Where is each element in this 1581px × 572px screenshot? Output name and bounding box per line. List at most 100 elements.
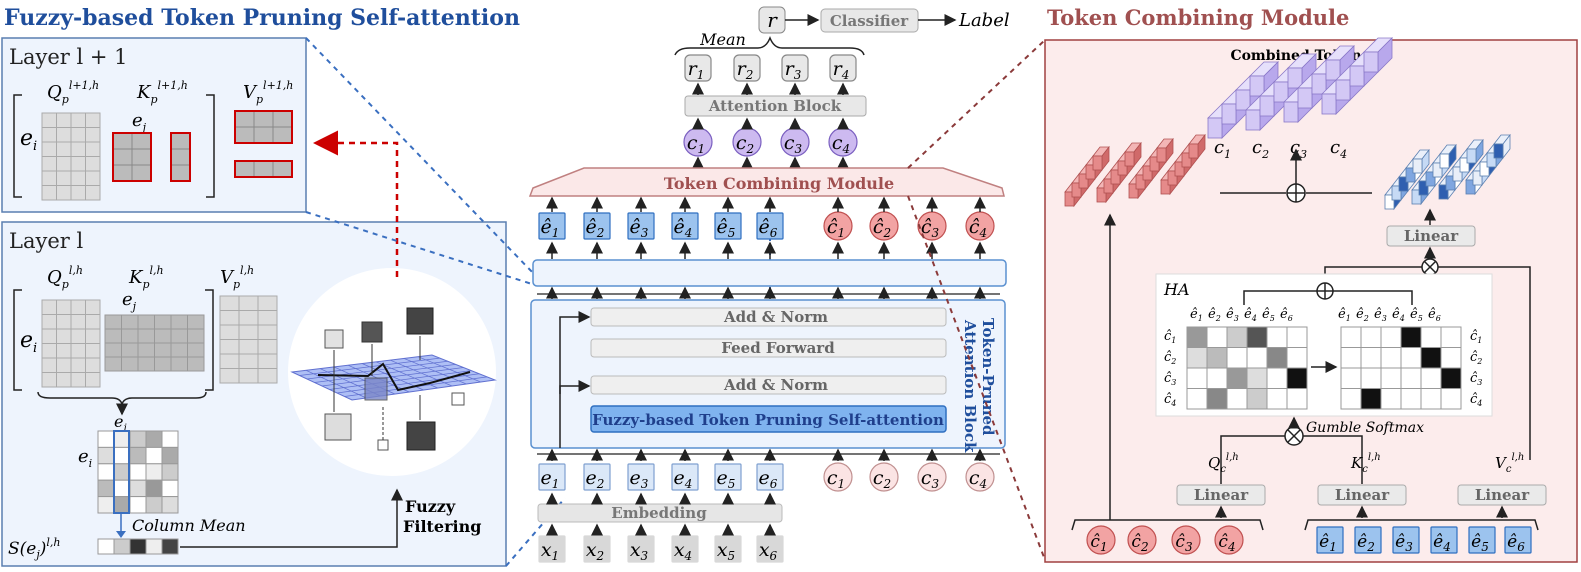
attention-cell bbox=[145, 446, 163, 465]
cube-1 bbox=[324, 329, 344, 349]
q-matrix-bot bbox=[41, 299, 101, 388]
weighted-cell bbox=[1391, 185, 1402, 201]
red-stacks bbox=[1064, 133, 1206, 208]
add-norm-bot-label: Add & Norm bbox=[723, 376, 828, 394]
weighted-cell bbox=[1465, 179, 1476, 195]
combined-cell bbox=[1235, 89, 1251, 111]
matrix-cell bbox=[257, 324, 278, 340]
combined-c-label: c1 bbox=[1214, 137, 1231, 161]
block-label: Token-PrunedAttention Block bbox=[961, 318, 997, 453]
ha-hard-matrix bbox=[1340, 326, 1462, 410]
attention-cell bbox=[161, 430, 179, 448]
matrix-cell bbox=[170, 148, 191, 166]
bracket-left-bot bbox=[13, 289, 22, 391]
matrix-cell bbox=[70, 156, 86, 172]
combined-cell bbox=[1249, 75, 1265, 97]
matrix-cell bbox=[112, 132, 133, 150]
linear-top-label: Linear bbox=[1404, 227, 1459, 245]
v-bot-label: Vpl,h bbox=[220, 264, 254, 291]
ha-row-label: ĉ4 bbox=[1164, 392, 1176, 408]
matrix-cell bbox=[170, 356, 188, 372]
soft-cell bbox=[1186, 367, 1208, 389]
matrix-cell bbox=[234, 126, 255, 144]
matrix-cell bbox=[187, 342, 205, 358]
c-input-token: c3 bbox=[921, 467, 940, 491]
matrix-cell bbox=[234, 160, 255, 178]
fuzzy-sa-box bbox=[590, 405, 947, 433]
attention-cell bbox=[113, 479, 131, 498]
add-norm-top-box bbox=[590, 307, 947, 327]
attention-cell bbox=[113, 430, 131, 448]
right-ehat-token: ê1 bbox=[1319, 532, 1337, 554]
x-token: x3 bbox=[630, 539, 649, 563]
matrix-cell bbox=[56, 328, 72, 344]
matrix-cell bbox=[41, 357, 57, 373]
ha-row-label: ĉ3 bbox=[1164, 371, 1176, 387]
k-bot-label: Kpl,h bbox=[128, 264, 164, 291]
hard-cell bbox=[1360, 347, 1382, 369]
linear-k-label: Linear bbox=[1335, 486, 1390, 504]
v-matrix-top bbox=[234, 110, 293, 178]
right-ehat-token: ê2 bbox=[1357, 532, 1375, 554]
attention-cell bbox=[129, 479, 147, 498]
x-token: x2 bbox=[586, 539, 604, 563]
hard-cell bbox=[1380, 388, 1402, 410]
soft-cell bbox=[1226, 326, 1248, 348]
ehat-token: ê6 bbox=[759, 216, 778, 240]
tcm-connector-1 bbox=[907, 39, 1046, 169]
combined-cell bbox=[1321, 93, 1337, 115]
matrix-cell bbox=[272, 160, 293, 178]
weighted-cell bbox=[1439, 153, 1450, 169]
soft-cell bbox=[1246, 367, 1268, 389]
red-cell bbox=[1096, 187, 1107, 203]
matrix-cell bbox=[253, 160, 274, 178]
matrix-cell bbox=[56, 170, 72, 186]
fuzzy-sa-label: Fuzzy-based Token Pruning Self-attention bbox=[592, 411, 944, 429]
hard-cell bbox=[1360, 388, 1382, 410]
hard-cell bbox=[1420, 367, 1442, 389]
right-ehat-token: ê6 bbox=[1507, 532, 1525, 554]
weighted-stacks bbox=[1384, 133, 1511, 211]
classifier-label: Classifier bbox=[830, 12, 909, 30]
matrix-cell bbox=[41, 185, 57, 201]
attention-cell bbox=[145, 430, 163, 448]
matrix-cell bbox=[70, 357, 86, 373]
hard-cell bbox=[1380, 347, 1402, 369]
ej-bot: ej bbox=[122, 289, 137, 313]
matrix-cell bbox=[41, 112, 57, 128]
linear-k-box bbox=[1317, 484, 1407, 506]
ei-top: ei bbox=[20, 126, 37, 154]
cube-5 bbox=[364, 377, 388, 401]
q-top-label: Qpl+1,h bbox=[47, 79, 99, 106]
r-token: r3 bbox=[785, 58, 802, 82]
matrix-cell bbox=[131, 132, 152, 150]
matrix-cell bbox=[137, 356, 155, 372]
matrix-cell bbox=[56, 185, 72, 201]
matrix-cell bbox=[56, 343, 72, 359]
ha-col-label: ê2 bbox=[1208, 307, 1221, 323]
red-cell bbox=[1064, 191, 1075, 207]
right-chat-token: ĉ4 bbox=[1218, 532, 1235, 554]
soft-cell bbox=[1186, 347, 1208, 369]
ha-col-label: ê1 bbox=[1338, 307, 1351, 323]
hard-cell bbox=[1400, 367, 1422, 389]
ha-row-label: ĉ1 bbox=[1164, 329, 1176, 345]
weighted-cell bbox=[1445, 175, 1456, 191]
matrix-cell bbox=[121, 328, 139, 344]
matrix-cell bbox=[85, 127, 101, 143]
v-matrix-bot bbox=[219, 295, 278, 384]
ehat-token: ê3 bbox=[630, 216, 649, 240]
matrix-cell bbox=[238, 310, 259, 326]
combined-cell bbox=[1363, 51, 1379, 73]
matrix-cell bbox=[41, 170, 57, 186]
attention-cell bbox=[145, 496, 163, 514]
matrix-cell bbox=[121, 342, 139, 358]
k-top-label: Kpl+1,h bbox=[136, 79, 188, 106]
matrix-cell bbox=[56, 112, 72, 128]
cube-4 bbox=[324, 413, 352, 441]
matrix-cell bbox=[41, 372, 57, 388]
ha-col-label: ê5 bbox=[1410, 307, 1423, 323]
fuzzy-bar-top bbox=[532, 259, 1007, 287]
matrix-cell bbox=[70, 328, 86, 344]
